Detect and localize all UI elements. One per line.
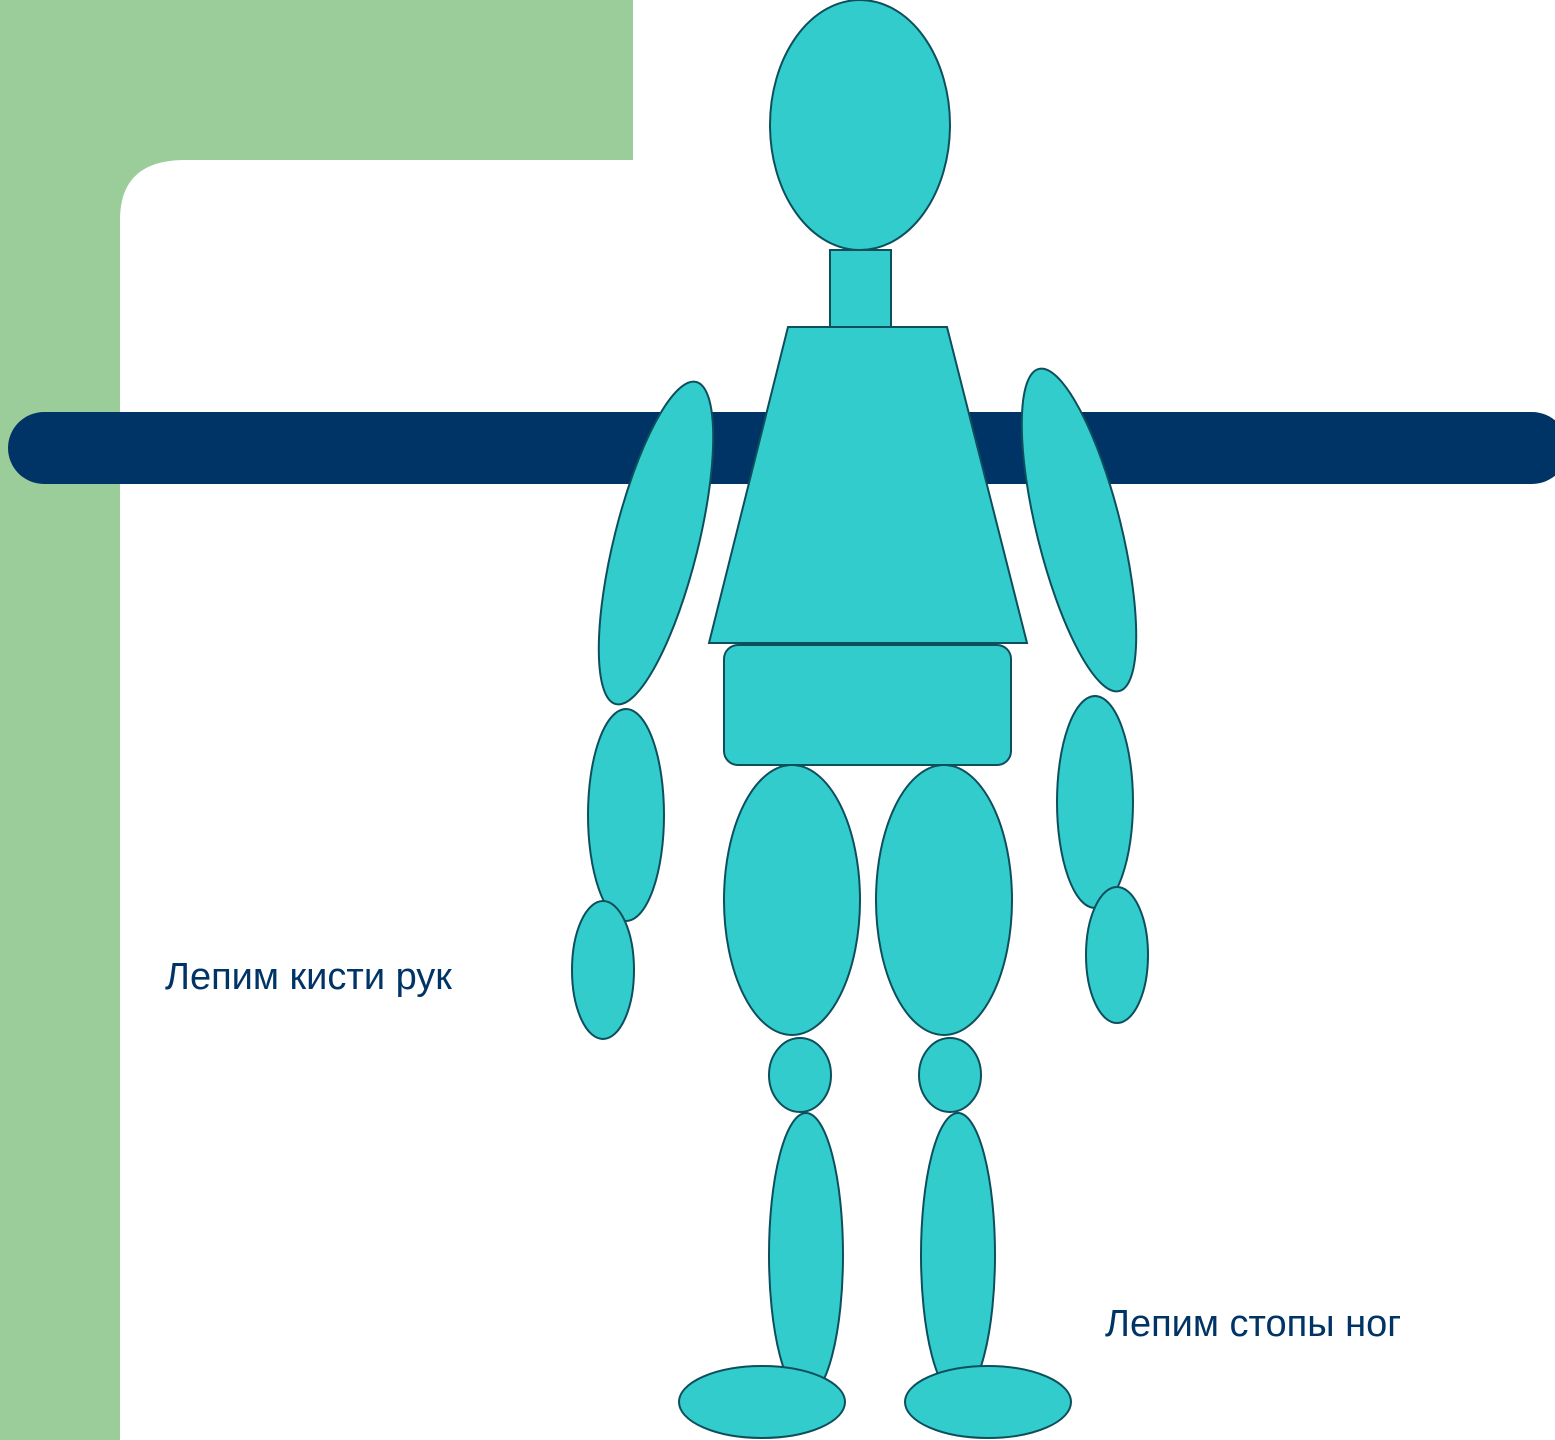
figure-right-upper-arm xyxy=(998,359,1160,701)
figure-right-shin xyxy=(921,1113,995,1397)
caption-hands: Лепим кисти рук xyxy=(165,958,452,996)
figure-right-forearm xyxy=(1057,696,1133,908)
figure-left-foot xyxy=(679,1366,845,1438)
figure-right-knee xyxy=(919,1038,981,1112)
human-figure xyxy=(572,0,1160,1438)
figure-right-thigh xyxy=(876,765,1012,1035)
figure-left-shin xyxy=(769,1113,843,1397)
figure-right-hand xyxy=(1086,887,1148,1023)
figure-left-hand xyxy=(572,901,634,1039)
figure-pelvis xyxy=(724,645,1011,765)
green-frame-shape xyxy=(0,0,633,1440)
figure-neck xyxy=(830,250,891,327)
figure-right-foot xyxy=(905,1366,1071,1438)
caption-feet: Лепим стопы ног xyxy=(1105,1305,1401,1343)
figure-torso xyxy=(709,327,1027,643)
figure-head xyxy=(770,0,950,250)
figure-left-forearm xyxy=(588,709,664,921)
figure-left-knee xyxy=(769,1038,831,1112)
figure-left-thigh xyxy=(724,765,860,1035)
